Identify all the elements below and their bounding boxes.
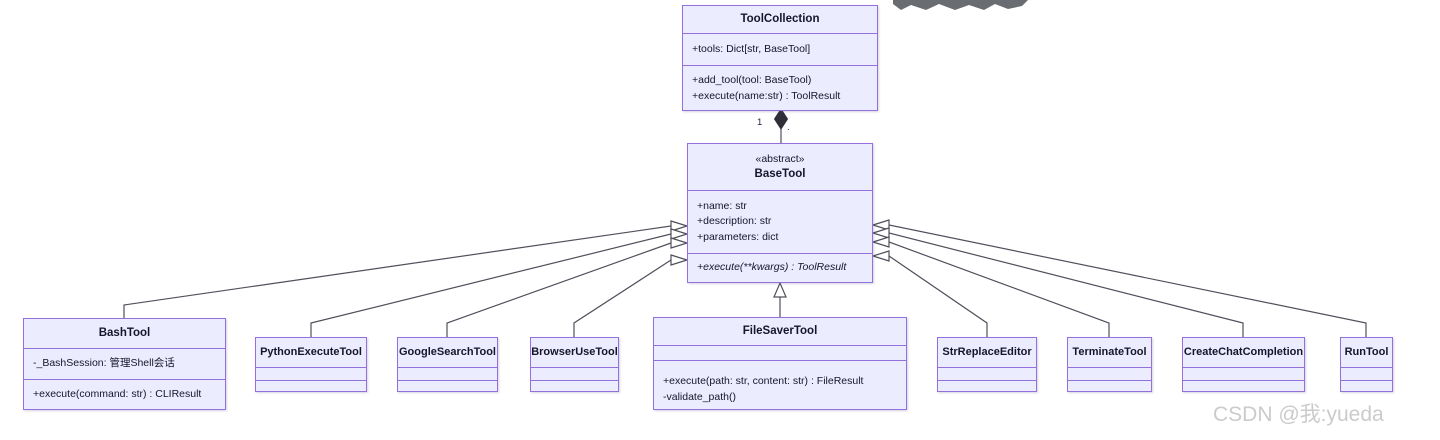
method: +execute(command: str) : CLIResult — [33, 387, 202, 400]
class-bashtool: BashTool -_BashSession: 管理Shell会话 +execu… — [23, 318, 226, 410]
composition-diamond-icon — [773, 108, 789, 130]
inheritance-arrowhead-icon — [670, 228, 690, 240]
csdn-watermark: CSDN @我:yueda — [1213, 403, 1384, 426]
multiplicity-label-right: . — [787, 122, 790, 133]
edge-bashtool-basetool — [123, 225, 672, 318]
class-attributes — [654, 346, 906, 361]
class-methods — [1068, 381, 1151, 391]
method: +execute(**kwargs) : ToolResult — [697, 261, 847, 274]
class-attributes: +name: str +description: str +parameters… — [688, 191, 872, 254]
class-attributes — [1183, 368, 1304, 381]
edge-strreplaceeditor-basetool — [888, 255, 988, 337]
class-title: FileSaverTool — [654, 318, 906, 346]
multiplicity-label-left: 1 — [757, 117, 763, 128]
attribute: +description: str — [697, 215, 772, 228]
method: -validate_path() — [663, 391, 736, 403]
class-methods — [1183, 381, 1304, 391]
edge-browserusetool-basetool — [573, 259, 672, 337]
class-pythonexecutetool: PythonExecuteTool — [255, 337, 367, 392]
edge-terminatetool-basetool — [888, 241, 1110, 337]
class-title: StrReplaceEditor — [938, 338, 1036, 368]
class-browserusetool: BrowserUseTool — [530, 337, 619, 392]
edge-createchatcompletion-basetool — [888, 232, 1244, 337]
class-title: CreateChatCompletion — [1183, 338, 1304, 368]
class-methods: +execute(**kwargs) : ToolResult — [688, 254, 872, 282]
class-methods: +execute(path: str, content: str) : File… — [654, 361, 906, 409]
class-attributes — [531, 368, 618, 381]
inheritance-arrowhead-icon — [870, 250, 890, 262]
class-createchatcompletion: CreateChatCompletion — [1182, 337, 1305, 392]
edge-runtool-basetool — [888, 224, 1367, 337]
edge-pythonexecutetool-basetool — [310, 233, 672, 337]
class-filesavertool: FileSaverTool +execute(path: str, conten… — [653, 317, 907, 410]
class-title: GoogleSearchTool — [398, 338, 497, 368]
inheritance-arrowhead-icon — [670, 254, 690, 266]
class-attributes — [256, 368, 366, 381]
attribute: -_BashSession: 管理Shell会话 — [33, 357, 175, 370]
class-methods: +add_tool(tool: BaseTool) +execute(name:… — [683, 66, 877, 110]
class-title: ToolCollection — [683, 6, 877, 34]
class-title: BrowserUseTool — [531, 338, 618, 368]
class-title: BashTool — [24, 319, 225, 349]
inheritance-arrowhead-icon — [670, 237, 690, 249]
class-title: PythonExecuteTool — [256, 338, 366, 368]
class-methods: +execute(command: str) : CLIResult — [24, 380, 225, 409]
class-methods — [1341, 381, 1392, 391]
scribble-redaction — [893, 0, 1028, 10]
class-title: RunTool — [1341, 338, 1392, 368]
class-title: «abstract» BaseTool — [688, 144, 872, 191]
class-methods — [938, 381, 1036, 391]
class-runtool: RunTool — [1340, 337, 1393, 392]
class-terminatetool: TerminateTool — [1067, 337, 1152, 392]
inheritance-arrowhead-icon — [870, 219, 890, 231]
attribute: +name: str — [697, 199, 747, 212]
class-toolcollection: ToolCollection +tools: Dict[str, BaseToo… — [682, 5, 878, 111]
class-methods — [398, 381, 497, 391]
class-attributes — [1341, 368, 1392, 381]
class-basetool: «abstract» BaseTool +name: str +descript… — [687, 143, 873, 283]
inheritance-arrowhead-icon — [670, 220, 690, 232]
class-attributes: +tools: Dict[str, BaseTool] — [683, 34, 877, 66]
inheritance-arrowhead-icon — [773, 281, 787, 298]
class-stereotype: «abstract» — [755, 153, 805, 165]
attribute: +parameters: dict — [697, 230, 779, 243]
method: +execute(name:str) : ToolResult — [692, 89, 841, 102]
inheritance-arrowhead-icon — [870, 236, 890, 248]
class-attributes — [398, 368, 497, 381]
class-methods — [256, 381, 366, 391]
method: +add_tool(tool: BaseTool) — [692, 74, 812, 86]
edge-googlesearchtool-basetool — [446, 242, 672, 337]
class-attributes — [1068, 368, 1151, 381]
method: +execute(path: str, content: str) : File… — [663, 375, 864, 387]
class-attributes: -_BashSession: 管理Shell会话 — [24, 349, 225, 380]
attribute: +tools: Dict[str, BaseTool] — [692, 42, 811, 55]
inheritance-arrowhead-icon — [870, 227, 890, 239]
class-googlesearchtool: GoogleSearchTool — [397, 337, 498, 392]
class-methods — [531, 381, 618, 391]
class-attributes — [938, 368, 1036, 381]
class-name: BaseTool — [754, 168, 806, 180]
class-title: TerminateTool — [1068, 338, 1151, 368]
class-strreplaceeditor: StrReplaceEditor — [937, 337, 1037, 392]
